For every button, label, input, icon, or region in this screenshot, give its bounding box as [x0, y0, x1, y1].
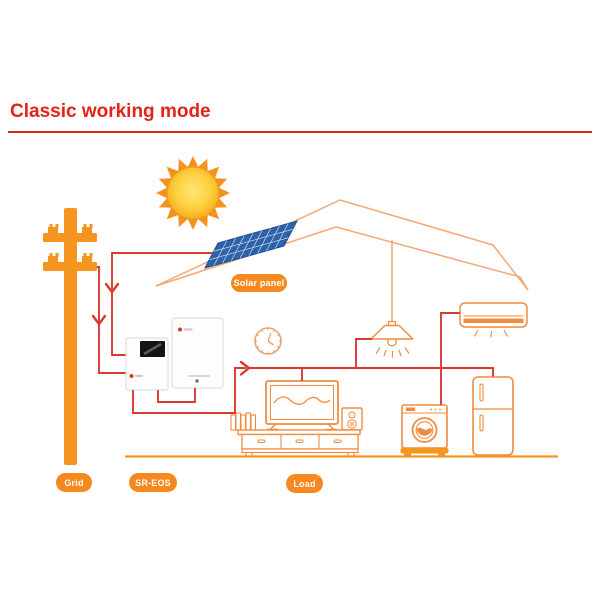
- air-conditioner-icon: [459, 302, 528, 338]
- light-rays-icon: [375, 347, 410, 358]
- inverter-screen: [140, 341, 165, 357]
- page-title: Classic working mode: [10, 101, 211, 122]
- arrow-down-icon: [104, 282, 120, 294]
- wire-branch-lamp: [355, 338, 372, 368]
- wire-branch-ac-washing-machine: [440, 312, 460, 405]
- tv-icon: [265, 380, 339, 431]
- air-flow-icon: [473, 329, 509, 338]
- wire-solar-to-inverter: [104, 252, 232, 356]
- pendant-lamp-icon: [370, 320, 414, 358]
- washing-machine-icon: [400, 404, 449, 457]
- brand-logo-icon: [129, 374, 134, 378]
- arrow-down-icon: [91, 314, 107, 326]
- wire-inverter-to-loads: [132, 312, 494, 414]
- sun-icon: [156, 156, 230, 230]
- title-underline: [8, 131, 592, 133]
- battery-unit: [171, 317, 224, 389]
- tv-wave-graphic: [273, 396, 331, 405]
- wire-grid-to-inverter: [88, 266, 126, 374]
- utility-pole-icon: [43, 208, 97, 465]
- load-badge: Load: [286, 474, 323, 493]
- solar-panel-badge: Solar panel: [231, 274, 287, 292]
- speaker-icon: [341, 407, 363, 431]
- refrigerator-icon: [472, 376, 514, 456]
- brand-logo-icon: [178, 327, 182, 332]
- wire-inverter-battery: [157, 388, 196, 403]
- tv-cabinet-icon: [237, 429, 361, 457]
- solar-panel-icon: [204, 220, 298, 269]
- insulator-icons: [48, 224, 93, 262]
- inverter-battery-badge: SR-EOS: [129, 473, 177, 492]
- load-bus-line: [248, 367, 494, 377]
- wall-clock-icon: [254, 327, 282, 355]
- inverter-unit: [125, 337, 169, 391]
- grid-badge: Grid: [56, 473, 92, 492]
- water-swirl: [416, 427, 433, 436]
- books-icon: [230, 412, 257, 431]
